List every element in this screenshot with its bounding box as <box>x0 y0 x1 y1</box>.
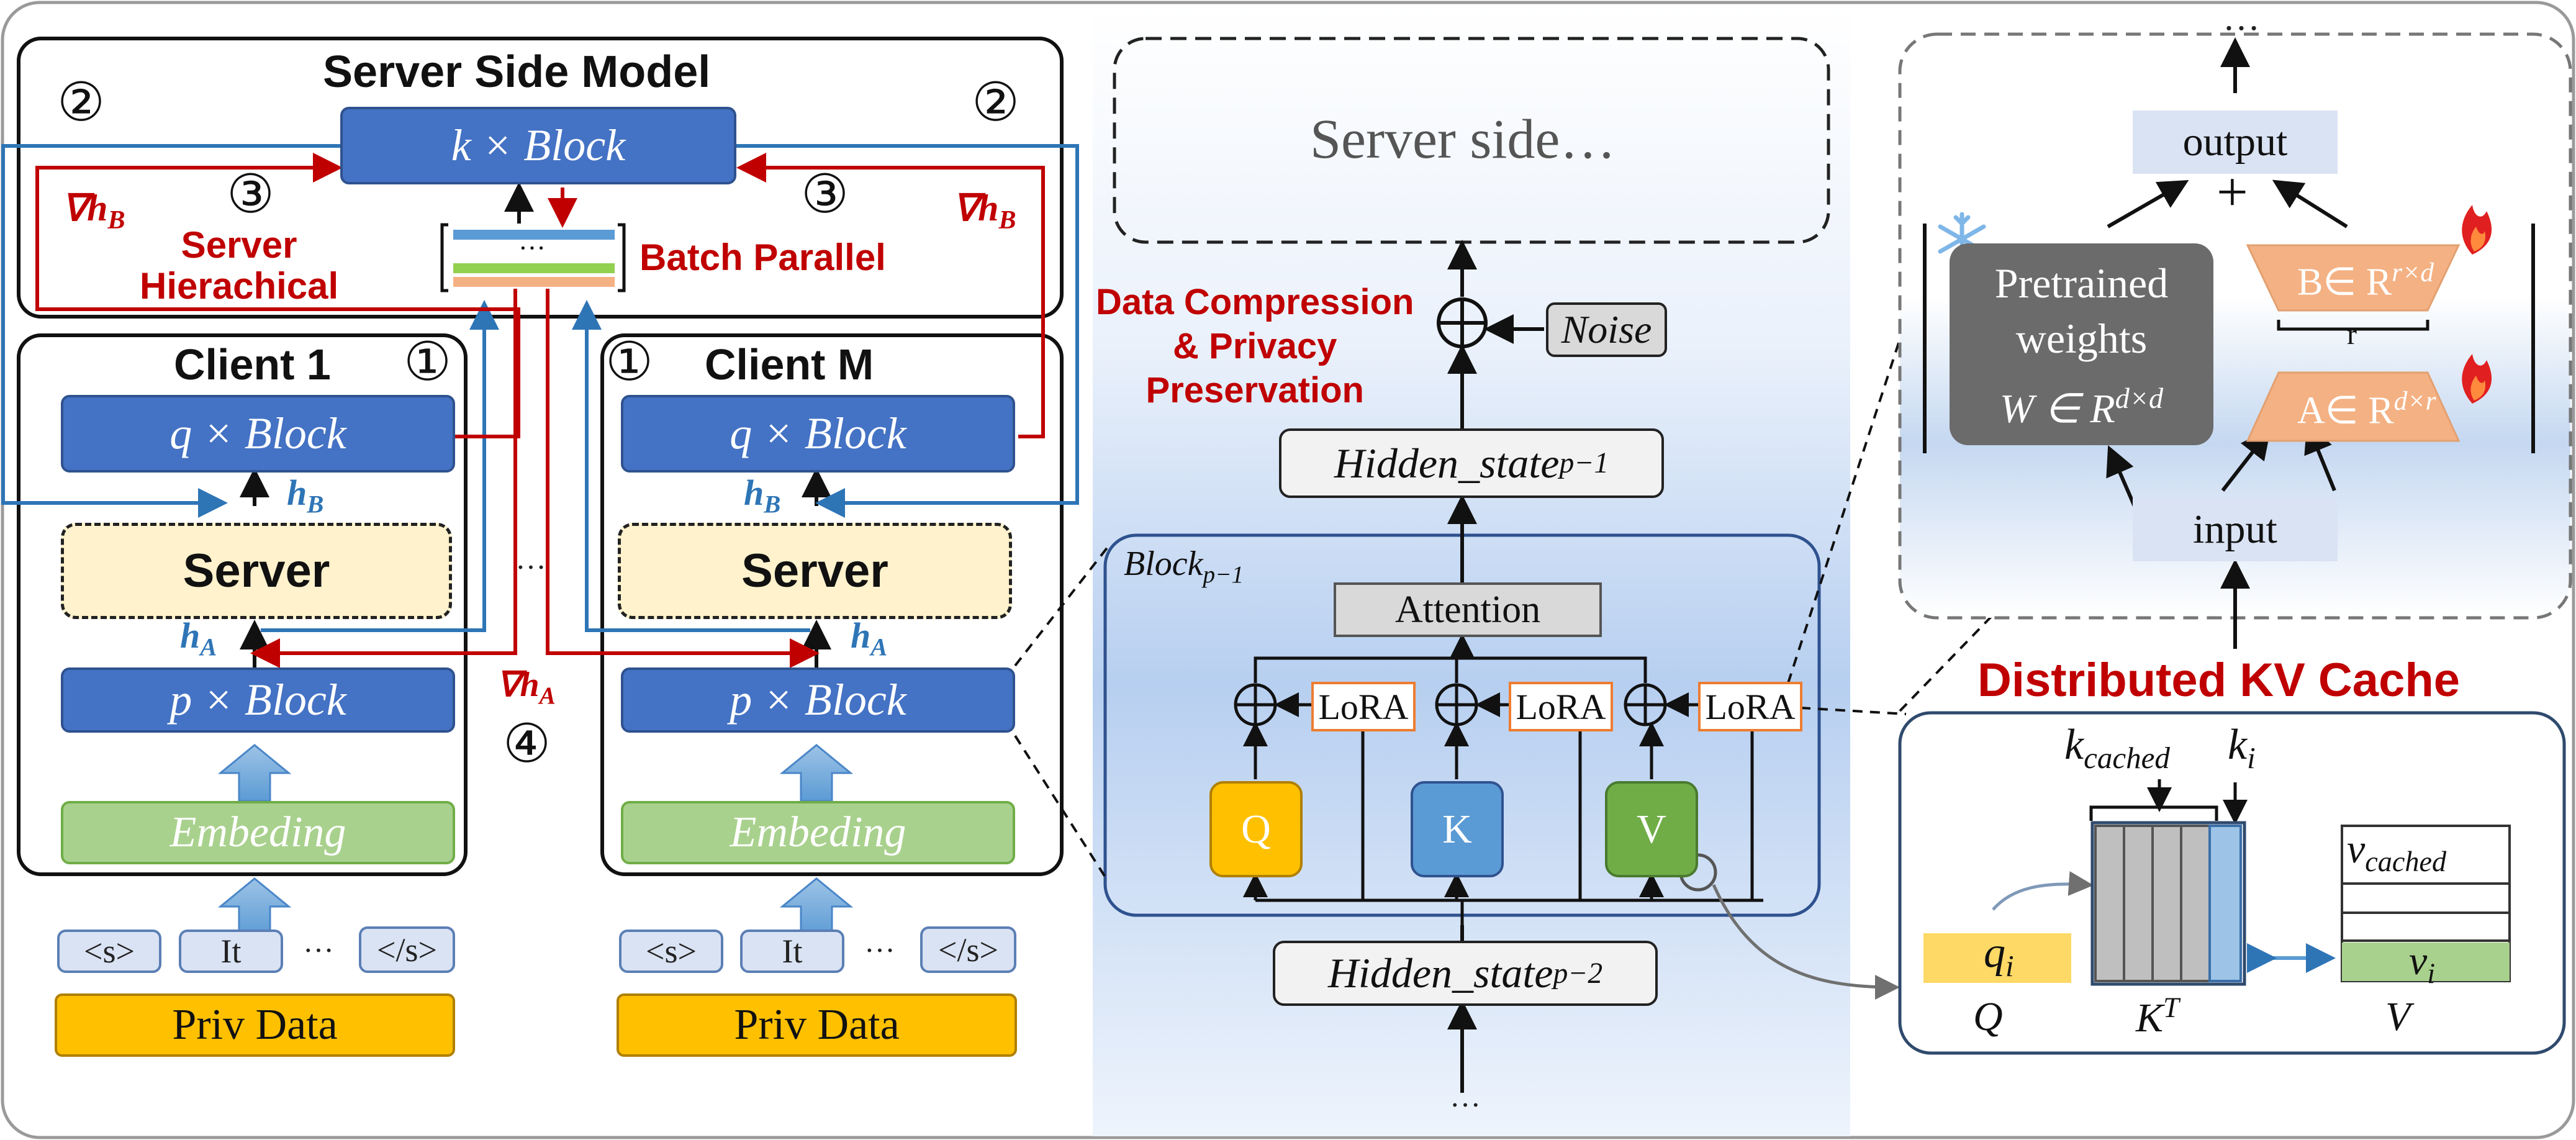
step-1-client1: ① <box>404 332 452 392</box>
lora-k[interactable]: LoRA <box>1509 682 1613 731</box>
b-matrix-label: B∈ Rr×d <box>2297 258 2434 304</box>
v-matrix-label: V <box>2385 994 2411 1039</box>
client-m-title: Client M <box>705 340 874 389</box>
client1-p-block[interactable]: p × Block <box>61 667 455 733</box>
server-hierachical-label: Server Hierachical <box>140 224 339 307</box>
lora-q[interactable]: LoRA <box>1311 682 1416 731</box>
client1-token-it: It <box>179 930 283 973</box>
k-block[interactable]: k × Block <box>340 107 736 184</box>
attention-box: Attention <box>1334 582 1602 637</box>
flame-icon-bottom <box>2462 354 2492 404</box>
clientm-token-start: <s> <box>619 930 723 973</box>
client1-server[interactable]: Server <box>61 523 452 619</box>
clientm-hb-label: hB <box>744 473 781 518</box>
lora-v[interactable]: LoRA <box>1698 682 1802 731</box>
clientm-q-block[interactable]: q × Block <box>621 395 1015 473</box>
v-i-label: vi <box>2409 938 2436 990</box>
grad-hb-left: ∇hB <box>62 188 125 235</box>
output-box: output <box>2133 111 2338 174</box>
client1-hb-label: hB <box>287 473 324 518</box>
batch-parallel-label: Batch Parallel <box>639 237 886 278</box>
grad-hb-right: ∇hB <box>953 188 1016 235</box>
v-box: V <box>1605 781 1698 877</box>
step-1-clientm: ① <box>605 332 654 392</box>
compression-label: Data Compression & Privacy Preservation <box>1096 282 1414 410</box>
kt-matrix-label: KT <box>2136 992 2179 1041</box>
k-i-label: ki <box>2228 721 2256 775</box>
clientm-ha-label: hA <box>851 615 888 661</box>
block-p1-label: Blockp−1 <box>1124 545 1244 589</box>
client1-q-block[interactable]: q × Block <box>61 395 455 473</box>
step-3-right: ③ <box>801 165 849 224</box>
lora-top-ellipsis: … <box>2223 0 2260 38</box>
bottom-ellipsis: … <box>1450 1079 1481 1113</box>
q-matrix-label: Q <box>1973 994 2003 1039</box>
client1-token-ellipsis: ··· <box>303 933 334 967</box>
v-cached-label: vcached <box>2347 826 2447 878</box>
clientm-token-ellipsis: ··· <box>864 933 895 967</box>
clientm-server[interactable]: Server <box>618 523 1012 619</box>
q-box: Q <box>1209 781 1303 877</box>
grad-ha-label: ∇hA <box>497 666 556 710</box>
client1-embedding[interactable]: Embeding <box>61 801 455 864</box>
clientm-embedding[interactable]: Embeding <box>621 801 1015 864</box>
clientm-priv-data[interactable]: Priv Data <box>617 993 1017 1057</box>
client1-token-end: </s> <box>359 926 455 973</box>
client1-priv-data[interactable]: Priv Data <box>55 993 455 1057</box>
step-4: ④ <box>503 714 551 774</box>
plus-sign: + <box>2217 161 2248 223</box>
step-2-right: ② <box>972 73 1020 132</box>
batch-ellipsis: ··· <box>518 233 546 263</box>
kv-cache-title: Distributed KV Cache <box>1977 654 2461 707</box>
k-cached-label: kcached <box>2064 721 2170 775</box>
pretrained-label: Pretrained weights <box>1994 260 2169 362</box>
server-model-title: Server Side Model <box>323 47 711 97</box>
input-box: input <box>2133 498 2338 561</box>
pretrained-weights-box: Pretrained weights W ∈ Rd×d <box>1950 243 2213 445</box>
step-3-left: ③ <box>227 165 275 224</box>
flame-icon-top <box>2462 205 2492 255</box>
rank-label: r <box>2347 318 2357 351</box>
client-1-title: Client 1 <box>174 340 331 389</box>
server-side-text: Server side… <box>1310 109 1616 170</box>
client1-token-start: <s> <box>57 930 161 973</box>
w-formula: W ∈ Rd×d <box>1999 382 2164 432</box>
clients-ellipsis: ··· <box>515 550 546 584</box>
k-box: K <box>1411 781 1504 877</box>
step-2-left: ② <box>57 73 106 132</box>
noise-box: Noise <box>1546 302 1667 357</box>
clientm-token-it: It <box>740 930 844 973</box>
a-matrix-label: A∈ Rd×r <box>2297 386 2436 432</box>
clientm-p-block[interactable]: p × Block <box>621 667 1015 733</box>
q-i-label: qi <box>1984 929 2014 983</box>
client1-ha-label: hA <box>180 615 217 661</box>
clientm-token-end: </s> <box>920 926 1016 973</box>
